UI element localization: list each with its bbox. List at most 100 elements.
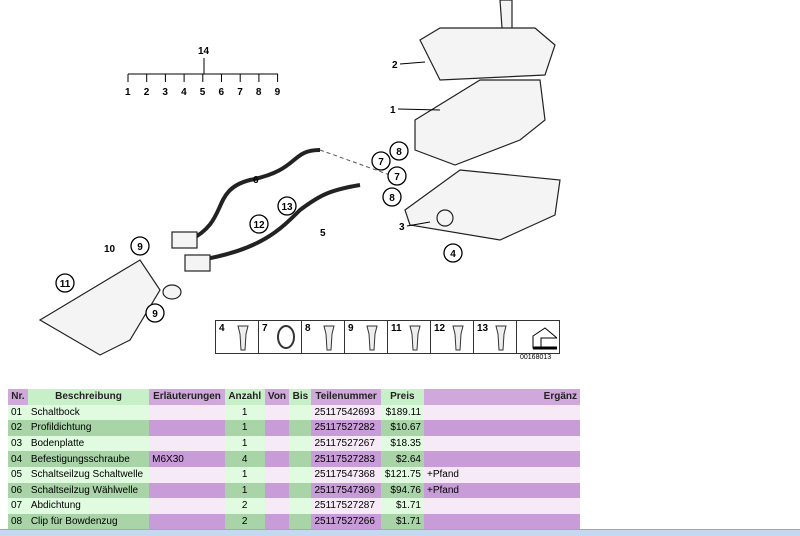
table-cell: Abdichtung [27, 498, 150, 514]
table-cell: +Pfand [424, 466, 580, 483]
group-number: 2 [144, 87, 150, 98]
column-header[interactable]: Beschreibung [27, 389, 150, 405]
group-number: 4 [181, 87, 187, 98]
table-cell [289, 451, 312, 467]
callout-circle [389, 141, 409, 161]
table-cell: 25117542693 [311, 404, 381, 421]
part-icon-cell[interactable] [517, 321, 559, 353]
part-icon-cell[interactable]: 4 [216, 321, 259, 353]
part-icon-cell[interactable]: 13 [474, 321, 517, 353]
table-cell: 25117547368 [311, 466, 381, 483]
group-number: 9 [275, 87, 281, 98]
part-icon-cell[interactable]: 9 [345, 321, 388, 353]
svg-text:2: 2 [392, 60, 398, 71]
table-cell [264, 513, 290, 530]
part-icon-cell[interactable]: 11 [388, 321, 431, 353]
table-cell: Profildichtung [27, 420, 150, 436]
callout-circle [145, 303, 165, 323]
table-cell [424, 404, 580, 421]
horizontal-scrollbar[interactable] [0, 529, 800, 536]
table-cell [149, 513, 225, 530]
part-icon-number: 12 [434, 323, 446, 334]
table-cell: 1 [224, 404, 265, 421]
column-header[interactable]: Nr. [8, 389, 28, 405]
table-cell [289, 498, 312, 514]
column-header[interactable]: Von [264, 389, 290, 405]
table-cell [289, 404, 312, 421]
table-cell: Schaltseilzug Schaltwelle [27, 466, 150, 483]
svg-text:10: 10 [104, 244, 116, 255]
callout-label: 8 [396, 147, 402, 158]
seal-ring-icon [277, 325, 295, 349]
column-header[interactable]: Erläuterungen [149, 389, 225, 405]
small-parts-strip: 4 7 8 9 11 12 13 [215, 320, 560, 354]
callout-label: 8 [389, 193, 395, 204]
svg-text:3: 3 [399, 222, 405, 233]
table-cell [424, 435, 580, 452]
callout-circle [249, 214, 269, 234]
group-number: 3 [162, 87, 168, 98]
table-cell [149, 435, 225, 452]
column-header[interactable]: Preis [380, 389, 424, 405]
table-cell: $10.67 [380, 420, 424, 436]
table-cell [149, 420, 225, 436]
table-cell: $18.35 [380, 435, 424, 452]
column-header[interactable]: Teilenummer [311, 389, 381, 405]
callout-label: 12 [253, 220, 265, 231]
part-icon-number: 13 [477, 323, 489, 334]
table-cell [264, 451, 290, 467]
clip-icon [323, 325, 335, 351]
part-icon-cell[interactable]: 8 [302, 321, 345, 353]
table-cell [149, 404, 225, 421]
part-icon-number: 7 [262, 323, 268, 334]
table-cell: 02 [8, 420, 28, 436]
table-cell [149, 482, 225, 499]
table-cell: 25117527287 [311, 498, 381, 514]
part-icon-number: 11 [391, 323, 402, 334]
table-cell: 01 [8, 404, 28, 421]
part-icon-cell[interactable]: 12 [431, 321, 474, 353]
table-cell: 04 [8, 451, 28, 467]
part-icon-cell[interactable]: 7 [259, 321, 302, 353]
table-cell: 03 [8, 435, 28, 452]
table-cell [149, 466, 225, 483]
group-number: 8 [256, 87, 262, 98]
label-14: 14 [198, 46, 210, 57]
group-number: 6 [219, 87, 225, 98]
base-plate-3 [404, 169, 561, 241]
svg-text:5: 5 [320, 228, 326, 239]
svg-text:6: 6 [253, 175, 259, 186]
part-icon-number: 4 [219, 323, 225, 334]
bracket-clip-icon [452, 325, 464, 351]
table-cell: Bodenplatte [27, 435, 150, 452]
table-cell [424, 451, 580, 467]
table-cell: +Pfand [424, 482, 580, 499]
callout-circle [382, 187, 402, 207]
table-cell: 06 [8, 482, 28, 499]
group-number: 5 [200, 87, 206, 98]
group-number: 1 [125, 87, 131, 98]
table-cell: $1.71 [380, 513, 424, 530]
table-cell [424, 498, 580, 514]
column-header[interactable]: Ergänz [424, 389, 580, 405]
part-icon-number: 9 [348, 323, 354, 334]
callout-circle [55, 273, 75, 293]
bolt-icon [409, 325, 421, 351]
part-icon-number: 8 [305, 323, 311, 334]
column-header[interactable]: Bis [289, 389, 312, 405]
column-header[interactable]: Anzahl [224, 389, 265, 405]
table-cell: 1 [224, 420, 265, 436]
table-cell: 25117527267 [311, 435, 381, 452]
svg-text:1: 1 [390, 105, 396, 116]
table-cell: 25117527283 [311, 451, 381, 467]
